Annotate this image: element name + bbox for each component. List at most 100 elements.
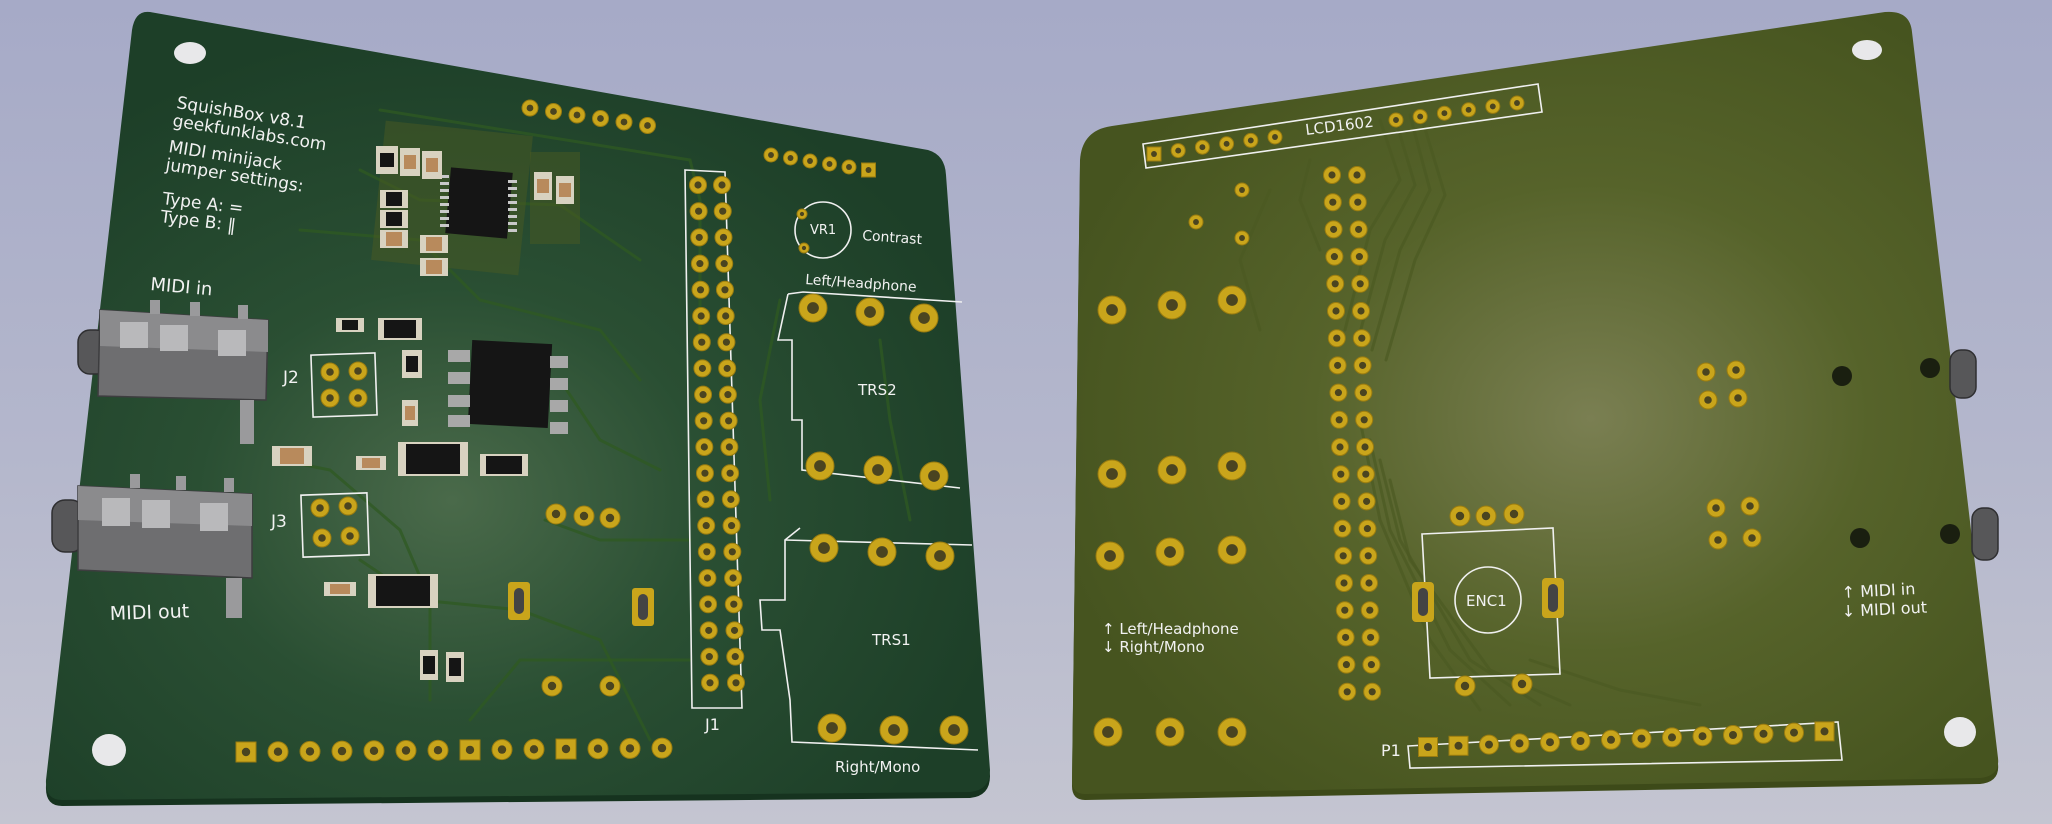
pad-drill-hole (1330, 253, 1338, 261)
back-board[interactable]: LCD1602 ENC1 P1 ↑ Left/Headphone ↓ Right… (1072, 11, 1999, 801)
pad-drill-hole (1239, 235, 1245, 241)
smd-components (272, 120, 654, 682)
pad-drill-hole (934, 550, 946, 562)
pad-drill-hole (731, 653, 739, 661)
pad-drill-hole (846, 164, 852, 170)
pad-drill-hole (1342, 661, 1350, 669)
pad-drill-hole (1454, 741, 1463, 750)
pad-drill-hole (722, 338, 730, 346)
j2-label: J2 (282, 368, 299, 388)
pad-drill-hole (1515, 739, 1524, 748)
pad-drill-hole (888, 724, 900, 736)
pad-drill-hole (1366, 606, 1374, 614)
pad-drill-hole (1340, 579, 1348, 587)
pad-drill-hole (1104, 550, 1116, 562)
pad-drill-hole (1226, 460, 1238, 472)
pad-drill-hole (1607, 735, 1615, 744)
pad-drill-hole (702, 495, 710, 503)
pad-drill-hole (1714, 536, 1722, 544)
pad-drill-hole (1337, 470, 1345, 478)
pad-drill-hole (1338, 497, 1346, 505)
pad-drill-hole (724, 391, 732, 399)
pad-drill-hole (1489, 103, 1496, 110)
pad-drill-hole (465, 745, 475, 755)
pad-drill-hole (1334, 389, 1342, 397)
pad-drill-hole (1424, 743, 1432, 751)
pad-drill-hole (696, 260, 704, 268)
midi-out-jack (51, 474, 253, 618)
pad-drill-hole (703, 574, 712, 582)
pad-drill-hole (1331, 280, 1339, 288)
pad-drill-hole (497, 745, 507, 754)
pad-drill-hole (826, 161, 833, 167)
right-mono-note: ↓ Right/Mono (1102, 638, 1205, 656)
pad-drill-hole (1353, 171, 1361, 179)
pad-drill-hole (1226, 726, 1238, 738)
pad-drill-hole (807, 302, 819, 314)
pad-drill-hole (369, 746, 379, 755)
pad-drill-hole (1637, 734, 1646, 743)
pad-drill-hole (1698, 732, 1707, 741)
pad-drill-hole (801, 245, 807, 251)
pad-drill-hole (1272, 134, 1278, 140)
pad-drill-hole (865, 167, 872, 173)
pad-drill-hole (550, 108, 557, 115)
pad-drill-hole (701, 469, 709, 477)
pad-drill-hole (1546, 738, 1554, 747)
pad-drill-hole (620, 118, 628, 126)
pad-drill-hole (807, 158, 813, 164)
pad-drill-hole (728, 548, 736, 556)
pad-drill-hole (1338, 525, 1346, 533)
pad-drill-hole (1759, 729, 1768, 738)
pad-drill-hole (704, 600, 712, 608)
pad-drill-hole (729, 574, 737, 582)
pad-drill-hole (526, 104, 534, 112)
pad-drill-hole (864, 306, 876, 318)
j3-label: J3 (270, 512, 287, 532)
left-headphone-note: ↑ Left/Headphone (1102, 620, 1239, 638)
pad-drill-hole (354, 367, 362, 375)
left-headphone-label: Left/Headphone (805, 272, 917, 296)
trs-pads (798, 293, 969, 745)
pad-drill-hole (1702, 368, 1710, 376)
pad-drill-hole (818, 542, 830, 554)
trs1-label: TRS1 (871, 631, 911, 649)
pad-drill-hole (705, 653, 713, 661)
right-mono-label: Right/Mono (835, 758, 920, 776)
pad-drill-hole (1336, 443, 1344, 451)
p1-label: P1 (1381, 741, 1401, 760)
pad-drill-hole (948, 724, 960, 736)
top-header-row-right (763, 147, 876, 178)
midi-in-jack (77, 300, 269, 444)
pad-drill-hole (657, 743, 667, 753)
pad-drill-hole (1341, 606, 1349, 614)
front-board[interactable]: SquishBox v8.1 geekfunklabs.com MIDI min… (45, 11, 990, 807)
pad-drill-hole (305, 747, 315, 756)
pad-drill-hole (826, 722, 838, 734)
encoder-enc1 (1412, 578, 1564, 622)
pad-drill-hole (1748, 534, 1756, 542)
pad-drill-hole (1355, 253, 1363, 261)
pad-drill-hole (768, 152, 774, 158)
pad-drill-hole (1361, 443, 1369, 451)
pad-drill-hole (726, 469, 734, 477)
pad-drill-hole (1746, 502, 1754, 510)
jumper-pins (310, 361, 368, 548)
pad-drill-hole (597, 115, 604, 122)
pad-drill-hole (1247, 137, 1254, 144)
pad-drill-hole (725, 417, 733, 425)
pad-drill-hole (551, 509, 561, 519)
pad-drill-hole (814, 460, 826, 472)
pad-drill-hole (1363, 497, 1371, 505)
pad-drill-hole (1339, 552, 1347, 560)
mounting-hole (92, 734, 126, 766)
trs2-label: TRS2 (857, 381, 897, 399)
pad-drill-hole (1729, 731, 1737, 739)
pad-drill-hole (433, 746, 443, 755)
pad-drill-hole (721, 286, 729, 294)
pad-drill-hole (732, 679, 740, 687)
pad-drill-hole (1226, 294, 1238, 306)
pad-drill-hole (337, 746, 347, 756)
top-header-row-left (521, 99, 656, 134)
